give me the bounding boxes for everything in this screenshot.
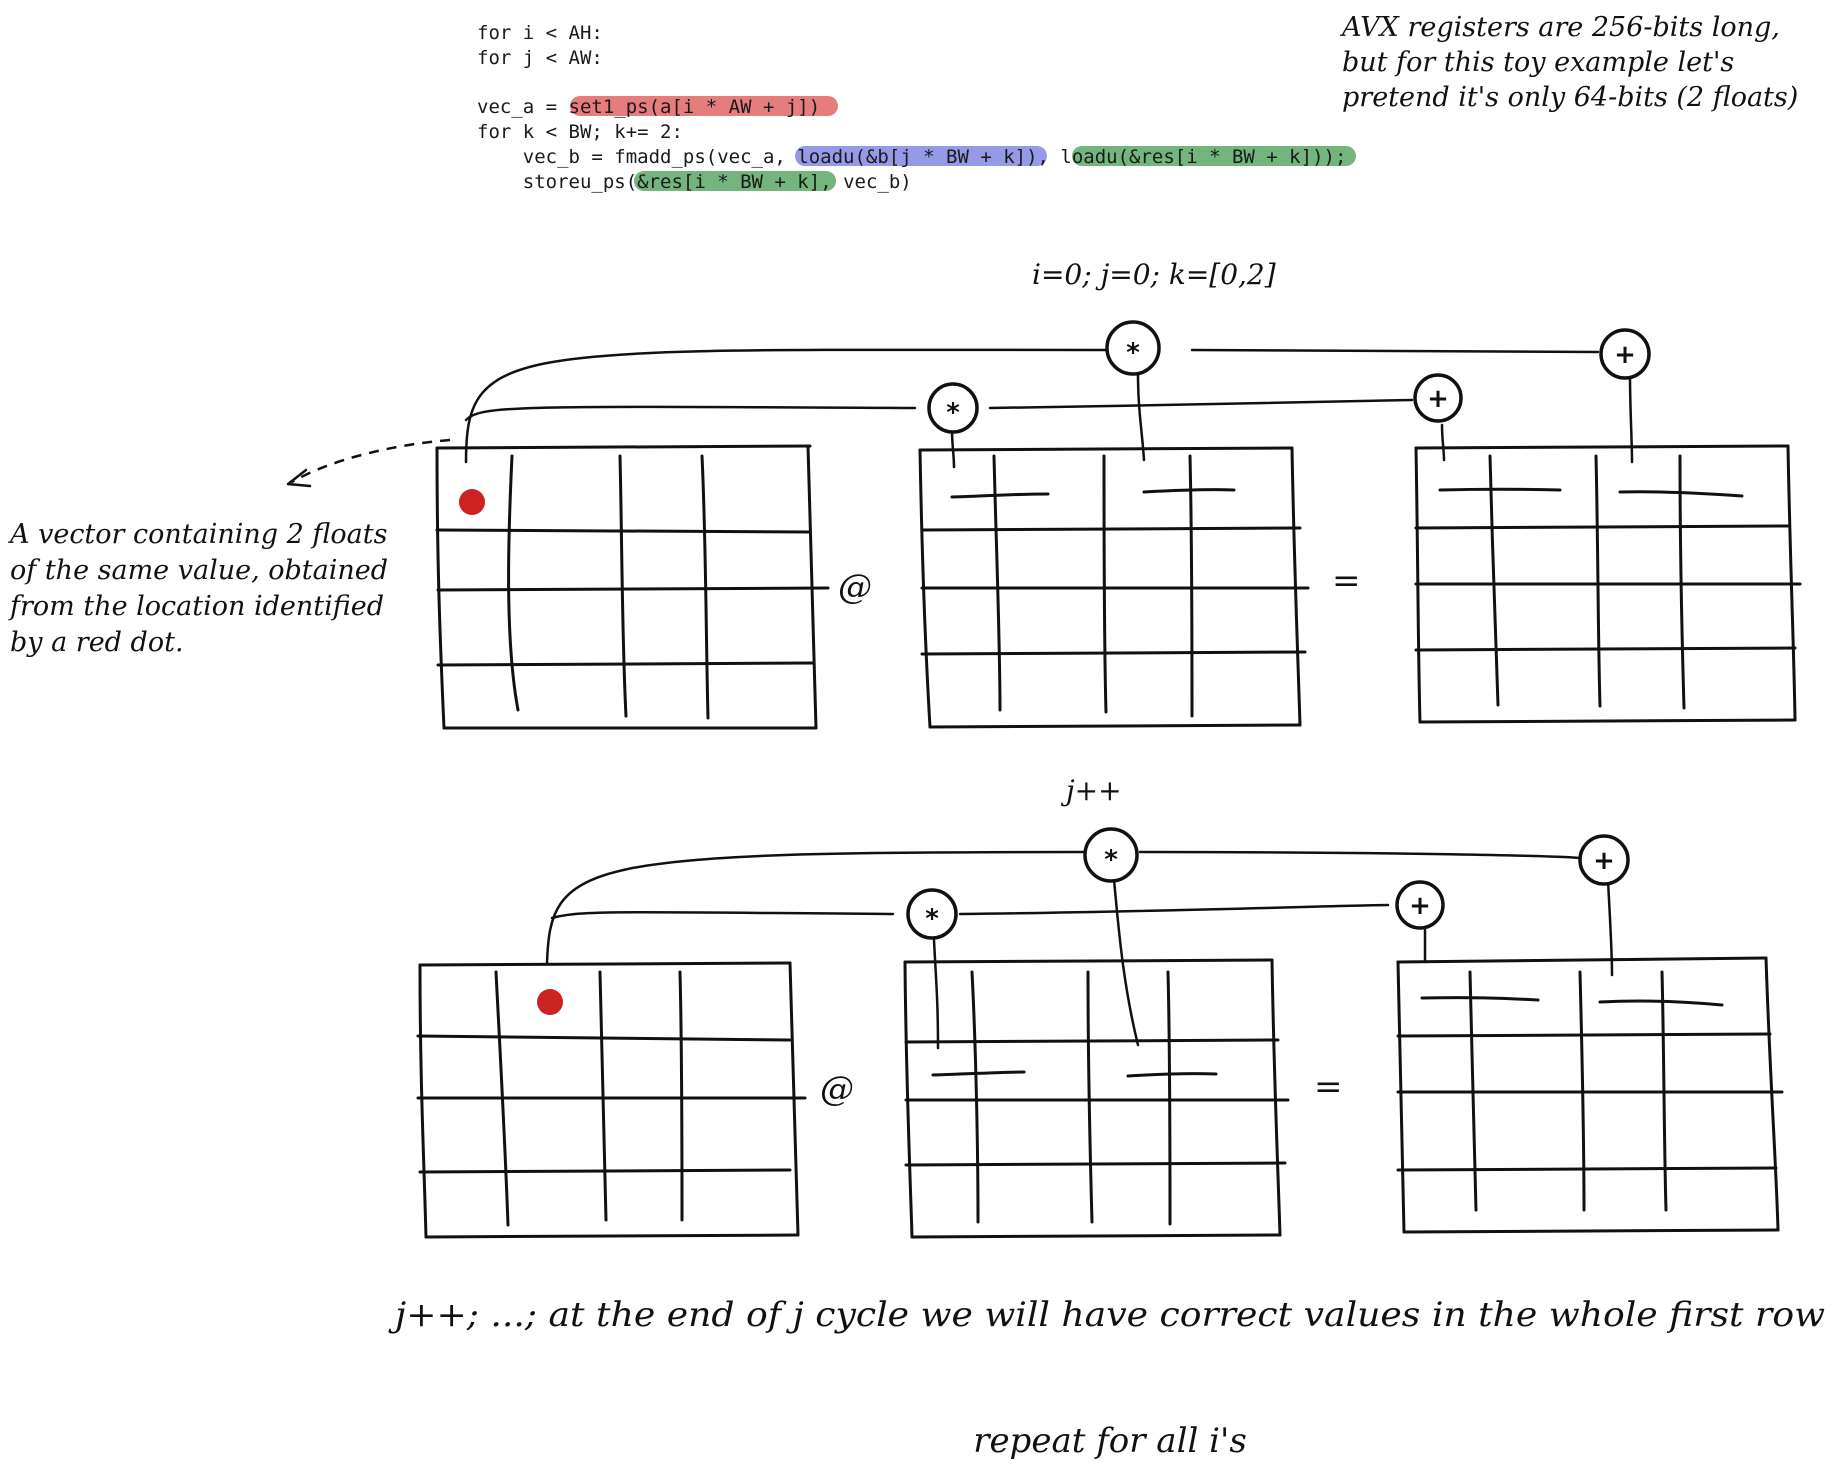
step2-matrix-b bbox=[903, 958, 1290, 1239]
svg-text:*: * bbox=[1104, 845, 1118, 875]
svg-text:but for this toy example let's: but for this toy example let's bbox=[1342, 47, 1734, 78]
vector-annotation: A vector containing 2 floats of the same… bbox=[7, 519, 388, 658]
equals-symbol: = bbox=[1332, 561, 1361, 601]
equals-symbol: = bbox=[1314, 1067, 1343, 1107]
step1-matrix-b bbox=[918, 446, 1310, 729]
svg-text:+: + bbox=[1427, 384, 1449, 414]
add-node bbox=[1578, 834, 1630, 886]
matmul-symbol: @ bbox=[820, 1069, 854, 1109]
svg-text:AVX registers are 256-bits lon: AVX registers are 256-bits long, bbox=[1339, 12, 1780, 43]
svg-text:+: + bbox=[1593, 846, 1615, 876]
step1-matrix-res bbox=[1414, 444, 1802, 724]
svg-text:by a red dot.: by a red dot. bbox=[10, 627, 184, 658]
red-dot bbox=[537, 989, 563, 1015]
code-line-3: vec_a = set1_ps(a[i * AW + j]) bbox=[477, 96, 820, 118]
multiply-node bbox=[1083, 827, 1139, 883]
svg-text:*: * bbox=[946, 398, 960, 428]
code-line-2: for j < AW: bbox=[477, 47, 603, 69]
step2-matrix-res bbox=[1396, 956, 1784, 1234]
step1-matrix-a bbox=[435, 444, 830, 730]
annotation-arrow bbox=[286, 438, 451, 488]
highlight-loadu-res bbox=[1072, 146, 1356, 166]
footer-repeat: repeat for all i's bbox=[973, 1421, 1247, 1461]
multiply-node bbox=[927, 382, 979, 434]
svg-text:from the location identified: from the location identified bbox=[8, 591, 384, 622]
svg-text:*: * bbox=[1126, 338, 1140, 368]
svg-text:+: + bbox=[1614, 340, 1636, 370]
footer-summary: j++; ...; at the end of j cycle we will … bbox=[388, 1295, 1825, 1335]
svg-text:pretend it's only 64-bits (2 f: pretend it's only 64-bits (2 floats) bbox=[1342, 82, 1798, 113]
code-line-1: for i < AH: bbox=[477, 22, 603, 44]
red-dot bbox=[459, 489, 485, 515]
svg-text:A vector containing 2 floats: A vector containing 2 floats bbox=[7, 519, 388, 550]
add-node bbox=[1413, 373, 1463, 423]
svg-text:of the same value, obtained: of the same value, obtained bbox=[10, 555, 388, 586]
code-line-5: vec_b = fmadd_ps(vec_a, loadu(&b[j * BW … bbox=[477, 146, 1346, 168]
highlight-res-store bbox=[634, 171, 836, 191]
avx-note: AVX registers are 256-bits long, but for… bbox=[1339, 12, 1798, 113]
step1-label: i=0; j=0; k=[0,2] bbox=[1032, 258, 1276, 291]
step2-matrix-a bbox=[416, 961, 807, 1239]
add-node bbox=[1599, 328, 1651, 380]
multiply-node bbox=[906, 888, 958, 940]
svg-text:+: + bbox=[1409, 891, 1431, 921]
highlight-loadu-b bbox=[795, 146, 1047, 166]
code-line-4: for k < BW; k+= 2: bbox=[477, 121, 683, 143]
code-line-6: storeu_ps(&res[i * BW + k], vec_b) bbox=[477, 171, 912, 193]
matmul-symbol: @ bbox=[838, 567, 872, 607]
highlight-set1 bbox=[570, 96, 838, 116]
add-node bbox=[1395, 880, 1445, 930]
step2-wires: * * + + bbox=[545, 827, 1630, 1050]
multiply-node bbox=[1105, 320, 1161, 376]
svg-text:*: * bbox=[925, 904, 939, 934]
code-block: for i < AH: for j < AW: vec_a = set1_ps(… bbox=[477, 22, 1356, 193]
step2-label: j++ bbox=[1060, 774, 1122, 807]
step1-wires: * * + + bbox=[464, 320, 1651, 469]
